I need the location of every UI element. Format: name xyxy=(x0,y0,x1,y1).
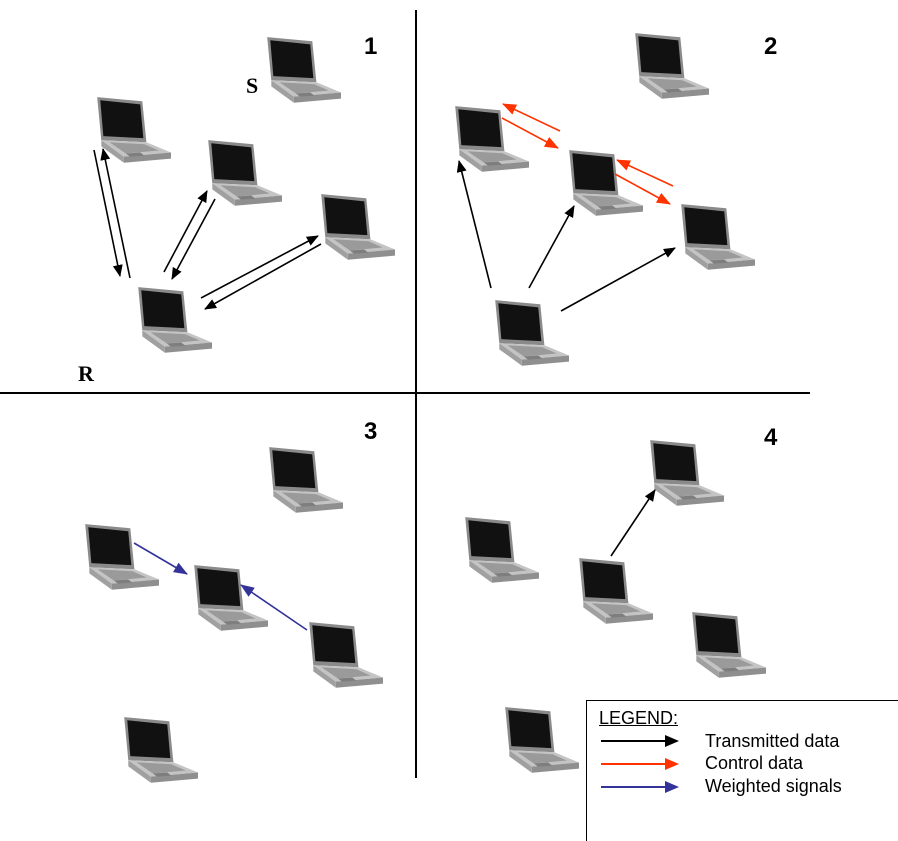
laptop-icon xyxy=(465,517,539,583)
quadrant-number-2: 2 xyxy=(764,33,778,60)
transmitted-arrow xyxy=(560,247,676,312)
source-label: S xyxy=(246,73,259,98)
laptop-icon xyxy=(321,194,395,260)
laptop-icon xyxy=(208,140,282,206)
laptop-icon xyxy=(97,97,171,163)
transmitted-arrow xyxy=(456,160,492,289)
laptop-icon xyxy=(692,612,766,678)
weighted-arrow xyxy=(133,542,188,575)
laptop-icon xyxy=(269,447,343,513)
laptop-icon xyxy=(309,622,383,688)
legend-box: LEGEND: Transmitted data Control data We… xyxy=(586,700,898,841)
quadrant-number-1: 1 xyxy=(364,33,378,60)
laptop-icon xyxy=(455,106,529,172)
weighted-arrow xyxy=(240,584,308,631)
legend-label-control: Control data xyxy=(705,753,804,773)
laptop-icon xyxy=(495,300,569,366)
laptop-icon xyxy=(579,558,653,624)
quadrant-number-4: 4 xyxy=(764,424,778,451)
legend-label-weighted: Weighted signals xyxy=(705,776,842,796)
transmitted-arrow xyxy=(171,198,216,280)
laptop-icon xyxy=(124,717,198,783)
control-arrow xyxy=(614,173,671,205)
laptop-icon xyxy=(681,204,755,270)
transmitted-arrow xyxy=(100,148,131,279)
laptop-icon xyxy=(194,565,268,631)
laptop-icon xyxy=(650,440,724,506)
legend-title: LEGEND: xyxy=(599,708,679,728)
transmitted-arrow xyxy=(528,205,575,289)
laptop-icon xyxy=(635,33,709,99)
control-arrow xyxy=(502,103,561,132)
laptop-icon xyxy=(138,287,212,353)
legend-swatch-transmitted xyxy=(601,735,679,747)
relay-label: R xyxy=(78,361,94,386)
transmitted-arrow xyxy=(610,489,656,557)
legend-label-transmitted: Transmitted data xyxy=(705,731,840,751)
legend-swatch-control xyxy=(601,758,679,770)
transmitted-arrow xyxy=(204,243,322,310)
network-diagram xyxy=(0,10,810,783)
transmitted-arrow xyxy=(93,149,123,277)
quadrant-number-3: 3 xyxy=(364,418,378,445)
laptop-icon xyxy=(85,524,159,590)
laptop-icon xyxy=(505,707,579,773)
control-arrow xyxy=(501,117,559,149)
laptop-icon xyxy=(267,37,341,103)
transmitted-arrow xyxy=(163,190,208,273)
transmitted-arrow xyxy=(200,235,319,299)
legend-swatch-weighted xyxy=(601,781,679,793)
control-arrow xyxy=(616,159,674,187)
